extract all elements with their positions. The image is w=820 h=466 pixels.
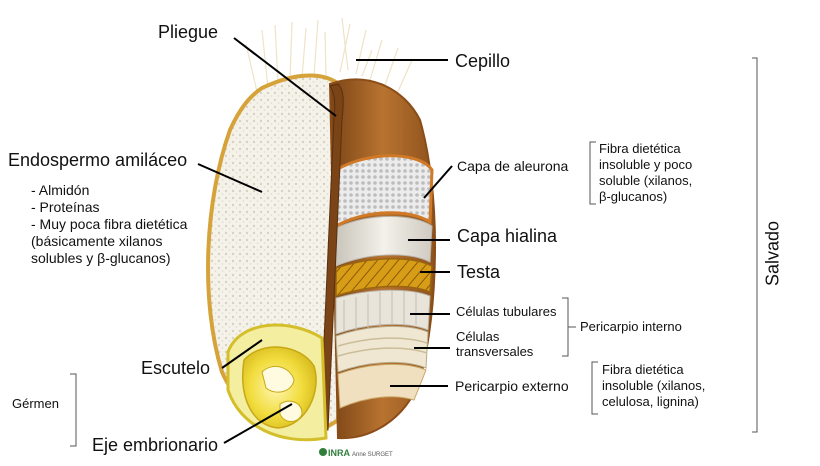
label-celulas-tubulares: Células tubulares <box>456 304 557 319</box>
label-pliegue: Pliegue <box>158 22 219 42</box>
label-eje-embrionario: Eje embrionario <box>92 435 219 455</box>
label-pericarpio-interno: Pericarpio interno <box>580 319 682 334</box>
endospermo-item: (básicamente xilanos <box>31 233 163 249</box>
leader-lines <box>197 37 453 444</box>
endospermo-item: - Almidón <box>31 182 90 198</box>
fibra-aleurona-line: Fibra dietética <box>599 141 681 156</box>
endospermo-item: solubles y β-glucanos) <box>31 250 171 266</box>
testa-layer <box>335 257 433 298</box>
tubular-cells <box>335 289 431 335</box>
brush-hairs <box>245 17 413 97</box>
brackets <box>70 57 758 447</box>
label-salvado: Salvado <box>762 220 783 287</box>
endospermo-item: - Muy poca fibra dietética <box>31 216 188 232</box>
label-pericarpio-externo: Pericarpio externo <box>455 378 569 394</box>
label-escutelo: Escutelo <box>141 358 211 378</box>
label-endospermo: Endospermo amiláceo <box>8 150 188 170</box>
fibra-aleurona-line: soluble (xilanos, <box>599 173 693 188</box>
fibra-pericarpio-line: Fibra dietética <box>602 362 684 377</box>
label-germen: Gérmen <box>12 396 59 411</box>
fibra-pericarpio-line: celulosa, lignina) <box>602 394 699 409</box>
transversal-cells <box>335 325 429 373</box>
label-celulas-transversales: Células <box>456 329 500 344</box>
author-credit: Anne SURGET <box>352 452 393 458</box>
fibra-pericarpio-line: insoluble (xilanos, <box>602 378 706 393</box>
label-capa-aleurona: Capa de aleurona <box>457 158 569 174</box>
endospermo-item: - Proteínas <box>31 199 100 215</box>
label-cepillo: Cepillo <box>455 51 511 71</box>
fibra-aleurona-line: insoluble y poco <box>599 157 693 172</box>
label-testa: Testa <box>457 262 501 282</box>
label-celulas-transversales: transversales <box>456 344 534 359</box>
aleurone-layer <box>334 154 434 229</box>
inra-logo-text: INRA <box>328 448 350 458</box>
hyaline-layer <box>335 216 433 267</box>
fibra-aleurona-line: β-glucanos) <box>599 189 668 204</box>
label-capa-hialina: Capa hialina <box>457 226 558 246</box>
inra-logo: INRA Anne SURGET <box>319 448 393 458</box>
